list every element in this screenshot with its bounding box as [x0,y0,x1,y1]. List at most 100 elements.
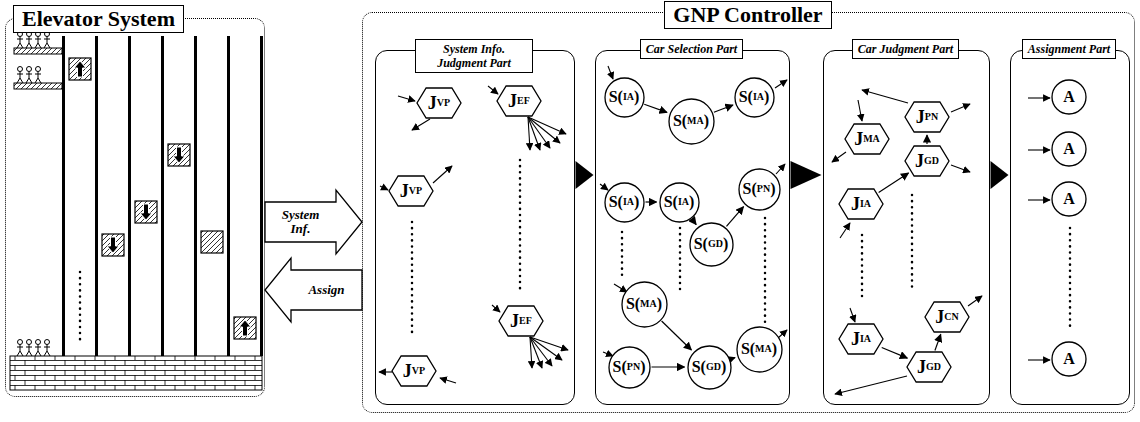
node-symbol: S( [673,113,687,129]
elevator-car [168,144,190,166]
selection-node: S(IA) [734,77,775,118]
node-index: GD [706,362,721,372]
judgment-node: JEF [496,85,542,117]
open-branch-arrow [850,308,855,322]
selection-node: S(GD) [687,345,732,390]
circle-shape [605,78,644,117]
figure-body [44,37,50,49]
figure-body [35,37,41,49]
open-branch-arrow [530,337,552,366]
connector-arrow [882,348,908,359]
system-panel: Elevator System [5,18,265,397]
passenger-figure [35,32,41,49]
passenger-figure [35,340,41,357]
elevator-car [201,231,223,253]
node-label: S(PN) [613,359,646,375]
hexagon-shape [839,189,883,219]
node-index: VP [437,98,450,108]
open-branch-arrow [1028,149,1050,150]
open-branch-arrow [835,376,907,394]
connector-arrow [879,173,909,192]
open-branch-arrow [778,330,787,338]
open-branch-arrow [858,100,862,121]
hexagon-shape [389,176,433,206]
circle-shape [669,99,714,144]
open-branch-arrow [832,152,846,162]
node-index: ) [704,113,709,129]
node-index: MA [755,344,772,354]
open-branch-arrow [379,371,392,372]
elevator-car [69,58,91,80]
node-label: S(MA) [673,113,709,129]
node-symbol: S( [739,89,753,105]
elevator-car [102,234,124,256]
selection-node: S(IA) [604,77,645,118]
passenger-figure [35,67,41,84]
open-branch-arrow [608,66,613,79]
node-label: S(IA) [609,89,640,105]
shaft-wall [95,36,98,356]
elevator-car [135,201,157,223]
part-title: Assignment Part [1022,39,1116,59]
open-branch-arrow [488,86,498,94]
figure-body [35,72,41,84]
selection-node: S(IA) [604,182,645,223]
selection-node: A [1051,341,1087,377]
circle-shape [622,282,667,327]
node-index: PN [757,184,770,194]
open-branch-arrow [530,337,562,360]
open-branch-arrow [530,337,568,350]
generated-decor [17,32,1070,395]
system-panel: GNP ControllerSystem Info. Judgment Part… [362,12,1135,413]
judgment-node: JMA [844,123,890,155]
connector-arrow [644,104,667,112]
flow-triangle [791,161,822,189]
part-box: Car Judgment PartJMAJPNJGDJIAJCNJIAJGD [823,50,990,405]
node-label: JIA [851,330,871,348]
block-arrow [265,190,362,254]
node-index: IA [678,197,689,207]
ellipsis-dots [764,218,767,322]
node-index: IA [860,334,871,344]
car-body [102,234,124,256]
selection-node: S(IA) [659,182,700,223]
passenger-figure [44,340,50,357]
passenger-figure [26,340,32,357]
node-label: JCN [935,308,958,326]
direction-arrow [173,147,185,163]
node-index: PN [627,362,640,372]
selection-node: S(MA) [736,326,783,373]
node-symbol: S( [694,236,708,252]
node-label: JEF [510,312,532,330]
selection-node: S(MA) [668,98,715,145]
node-symbol: J [917,358,926,376]
node-symbol: J [915,152,924,170]
node-symbol: A [1063,351,1075,367]
node-symbol: A [1063,141,1075,157]
node-label: A [1063,141,1075,157]
node-index: EF [517,96,530,106]
connector-arrow [731,358,735,359]
node-symbol: S( [626,296,640,312]
shaft-wall [128,36,131,356]
judgment-node: JPN [904,101,950,133]
node-label: JGD [917,358,941,376]
node-symbol: A [1063,89,1075,105]
figure-head [18,340,23,345]
ellipsis-dots [621,232,624,275]
shaft-wall [194,36,197,356]
node-label: JIA [851,195,871,213]
ellipsis-dots [679,228,682,290]
circle-shape [739,169,780,210]
open-branch-arrow [951,104,970,112]
figure-body [17,72,23,84]
open-branch-arrow [951,165,970,172]
open-branch-arrow [528,117,566,134]
node-label: JEF [508,92,530,110]
open-branch-arrow [1028,97,1050,98]
node-index: IA [753,92,764,102]
judgment-node: JVP [391,355,437,387]
figure-body [44,345,50,357]
